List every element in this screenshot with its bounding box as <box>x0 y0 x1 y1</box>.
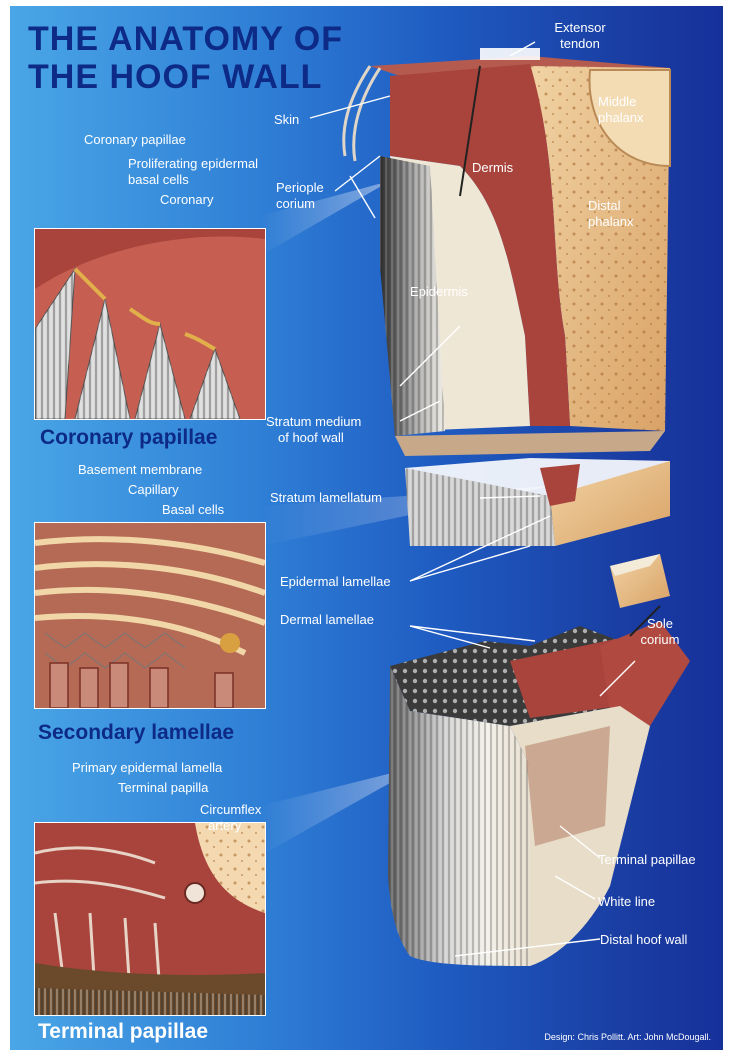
label-proliferating-2: basal cells <box>128 172 189 187</box>
terminal-papillae-inset <box>34 822 266 1016</box>
label-stratum-lamellatum: Stratum lamellatum <box>270 490 382 505</box>
label-dermal-lamellae: Dermal lamellae <box>280 612 374 627</box>
label-circumflex-2: artery <box>208 818 241 833</box>
title-line-1: THE ANATOMY OF <box>28 20 343 59</box>
label-epidermis: Epidermis <box>410 284 468 299</box>
label-circumflex-1: Circumflex <box>200 802 261 817</box>
label-terminal-papilla: Terminal papilla <box>118 780 208 795</box>
label-basement-membrane: Basement membrane <box>78 462 202 477</box>
secondary-lamellae-inset <box>34 522 266 709</box>
label-basal-cells: Basal cells <box>162 502 224 517</box>
sole-fragment <box>610 554 670 608</box>
label-middle-2: phalanx <box>598 110 644 125</box>
label-distal-hoof-wall: Distal hoof wall <box>600 932 687 947</box>
lower-hoof-block <box>388 606 690 966</box>
label-epidermal-lamellae: Epidermal lamellae <box>280 574 391 589</box>
terminal-papillae-heading: Terminal papillae <box>38 1020 208 1044</box>
secondary-lamellae-heading: Secondary lamellae <box>38 721 234 745</box>
label-stratum-medium-1: Stratum medium <box>266 414 361 429</box>
label-sole-1: Sole <box>630 616 690 631</box>
label-proliferating-1: Proliferating epidermal <box>128 156 258 171</box>
label-periople-2: corium <box>276 196 315 211</box>
label-distal-2: phalanx <box>588 214 634 229</box>
label-white-line: White line <box>598 894 655 909</box>
label-primary-epidermal-lamella: Primary epidermal lamella <box>72 760 222 775</box>
middle-hoof-slice <box>405 458 670 546</box>
label-middle-1: Middle <box>598 94 636 109</box>
coronary-papillae-heading: Coronary papillae <box>40 426 217 450</box>
label-terminal-papillae: Terminal papillae <box>598 852 696 867</box>
label-capillary: Capillary <box>128 482 179 497</box>
title-line-2: THE HOOF WALL <box>28 58 322 97</box>
label-distal-1: Distal <box>588 198 621 213</box>
credit-line: Design: Chris Pollitt. Art: John McDouga… <box>544 1032 711 1042</box>
label-extensor-2: tendon <box>540 36 620 51</box>
label-sole-2: corium <box>630 632 690 647</box>
label-periople-1: Periople <box>276 180 324 195</box>
label-dermis: Dermis <box>472 160 513 175</box>
label-coronary: Coronary <box>160 192 213 207</box>
label-coronary-papillae: Coronary papillae <box>84 132 186 147</box>
label-stratum-medium-2: of hoof wall <box>278 430 344 445</box>
coronary-papillae-inset <box>34 228 266 420</box>
label-skin: Skin <box>274 112 299 127</box>
hoof-anatomy-poster: THE ANATOMY OF THE HOOF WALL <box>10 6 723 1050</box>
label-extensor-1: Extensor <box>540 20 620 35</box>
